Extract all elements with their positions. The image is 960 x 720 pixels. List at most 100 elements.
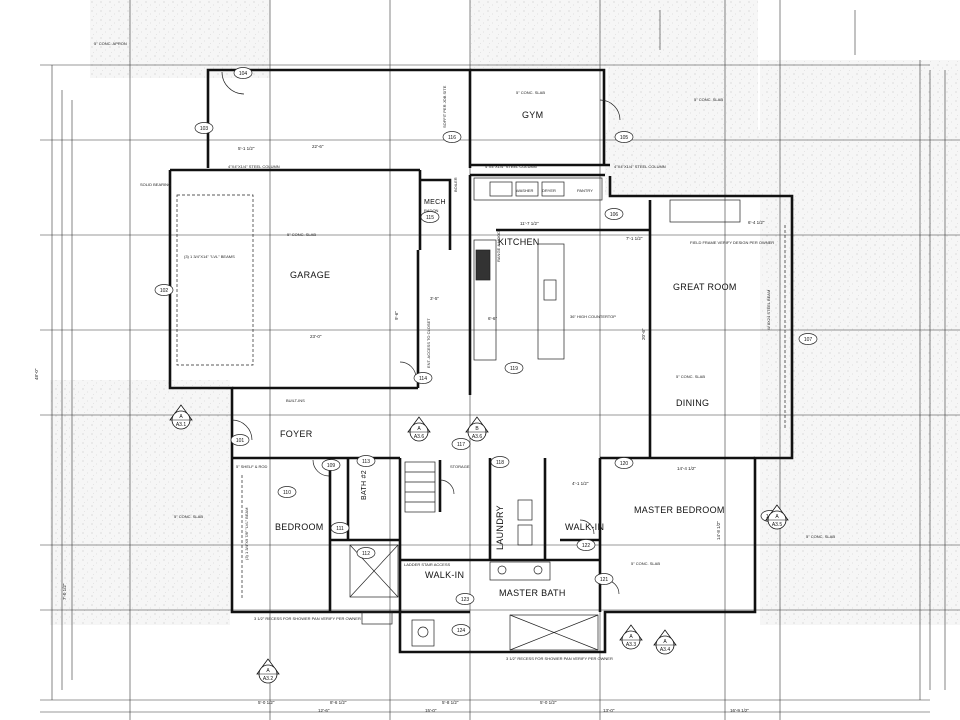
dimension: 7'-0 1/2" bbox=[62, 583, 67, 600]
door-tag-103: 103 bbox=[194, 122, 214, 134]
note-washer: WASHER bbox=[516, 188, 534, 193]
svg-text:A: A bbox=[266, 668, 270, 674]
note-solid-bearing: SOLID BEARING bbox=[140, 182, 171, 187]
note-shelf-rod: 5" SHELF & ROD bbox=[236, 464, 268, 469]
note-steel-beam: W 8X24 STEEL BEAM bbox=[766, 290, 771, 330]
exterior-slabs bbox=[50, 0, 960, 625]
note-ladder: LADDER STAIR ACCESS bbox=[404, 562, 450, 567]
room-bath: BATH #2 bbox=[361, 470, 368, 500]
section-mark-A3.3: A A3.3 bbox=[619, 624, 643, 650]
door-tag-124: 124 bbox=[451, 624, 471, 636]
dimension: 48'-0" bbox=[34, 368, 39, 380]
room-pantry: PANTRY bbox=[577, 188, 593, 193]
svg-text:104: 104 bbox=[239, 71, 248, 77]
dimension: 13'-0" bbox=[603, 708, 615, 713]
svg-text:112: 112 bbox=[362, 551, 370, 557]
dimension: 14'-8 1/2" bbox=[716, 521, 721, 540]
svg-text:121: 121 bbox=[600, 577, 609, 583]
svg-text:A: A bbox=[663, 639, 667, 645]
dimension: 6'-6" bbox=[488, 316, 497, 321]
svg-text:117: 117 bbox=[457, 442, 465, 448]
note-steel-col-2: 4"X4"X1/4" STEEL COLUMN bbox=[485, 164, 537, 169]
svg-text:106: 106 bbox=[610, 212, 619, 218]
note-slab-right: 5" CONC. SLAB bbox=[694, 97, 723, 102]
svg-text:114: 114 bbox=[419, 376, 427, 382]
svg-text:A3.2: A3.2 bbox=[263, 676, 274, 682]
svg-text:102: 102 bbox=[160, 288, 169, 294]
dimension: 15'-0" bbox=[425, 708, 437, 713]
dimension: 3'-5" bbox=[430, 296, 439, 301]
svg-text:118: 118 bbox=[496, 460, 504, 466]
svg-text:A3.1: A3.1 bbox=[176, 422, 187, 428]
note-soffit: SOFFIT PER JOB SITE bbox=[442, 85, 447, 128]
svg-text:A: A bbox=[629, 634, 633, 640]
note-steel-col-3: 4"X4"X1/4" STEEL COLUMN bbox=[614, 164, 666, 169]
svg-text:A: A bbox=[179, 414, 183, 420]
note-lvl-beam-garage: (3) 1 3/4"X14" "LVL" BEAMS bbox=[184, 254, 235, 259]
note-apron: 5" CONC. APRON bbox=[94, 41, 127, 46]
svg-text:A: A bbox=[417, 426, 421, 432]
dimension: 23'-0" bbox=[310, 334, 322, 339]
svg-text:A3.6: A3.6 bbox=[414, 434, 425, 440]
svg-text:A3.6: A3.6 bbox=[472, 434, 483, 440]
door-tag-107: 107 bbox=[798, 333, 818, 345]
dimension: 12'-6" bbox=[318, 708, 330, 713]
dimension: 9'-6" bbox=[394, 311, 399, 320]
door-tag-118: 118 bbox=[490, 456, 510, 468]
door-tag-105: 105 bbox=[614, 131, 634, 143]
svg-text:116: 116 bbox=[448, 135, 456, 141]
note-recess-2: 3 1/2" RECESS FOR SHOWER PAN VERIFY PER … bbox=[506, 656, 613, 661]
note-countertop: 36" HIGH COUNTERTOP bbox=[570, 314, 616, 319]
room-walk-in-1: WALK-IN bbox=[425, 570, 464, 580]
door-tag-106: 106 bbox=[604, 208, 624, 220]
svg-text:113: 113 bbox=[362, 459, 370, 465]
svg-text:111: 111 bbox=[336, 526, 344, 532]
note-field-frame: FIELD FRAME VERIFY DESIGN PER OWNER bbox=[690, 240, 774, 245]
door-tag-112: 112 bbox=[356, 547, 376, 559]
svg-text:103: 103 bbox=[200, 126, 209, 132]
svg-text:A3.4: A3.4 bbox=[660, 647, 671, 653]
dimension: 5'-0 1/2" bbox=[258, 700, 275, 705]
door-tag-104: 104 bbox=[233, 67, 253, 79]
svg-text:105: 105 bbox=[620, 135, 629, 141]
door-tag-114: 114 bbox=[413, 372, 433, 384]
door-tag-116: 116 bbox=[442, 131, 462, 143]
dimension: 5'-1 1/2" bbox=[238, 146, 255, 151]
door-tag-122: 122 bbox=[576, 539, 596, 551]
note-slab-great: 5" CONC. SLAB bbox=[676, 374, 705, 379]
walls bbox=[168, 68, 794, 654]
section-mark-A3.6: BA3.6 bbox=[465, 416, 489, 442]
svg-text:109: 109 bbox=[327, 463, 336, 469]
room-walk-in-2: WALK-IN bbox=[565, 522, 604, 532]
dimension-text: 22'-6" 23'-0" 11'-7 1/2" 14'-4 1/2" 5'-1… bbox=[34, 144, 765, 713]
note-ent: ENT. ACCESS TO CLOSET bbox=[426, 318, 431, 368]
note-slab-gym: 5" CONC. SLAB bbox=[516, 90, 545, 95]
note-slab-master: 5" CONC. SLAB bbox=[631, 561, 660, 566]
dimension: 4'-1 1/2" bbox=[572, 481, 589, 486]
door-tag-121: 121 bbox=[594, 573, 614, 585]
door-tag-119: 119 bbox=[504, 362, 524, 374]
room-dining: DINING bbox=[676, 398, 709, 408]
svg-text:101: 101 bbox=[236, 438, 245, 444]
room-master-bedroom: MASTER BEDROOM bbox=[634, 505, 725, 515]
dimension: 20'-6" bbox=[641, 328, 646, 340]
note-boiler: BOILER bbox=[453, 177, 458, 192]
room-master-bath: MASTER BATH bbox=[499, 588, 566, 598]
section-mark-A3.2: A A3.2 bbox=[256, 658, 280, 684]
dimension: 14'-4 1/2" bbox=[677, 466, 696, 471]
svg-text:115: 115 bbox=[426, 215, 434, 221]
svg-text:120: 120 bbox=[620, 461, 629, 467]
room-kitchen: KITCHEN bbox=[498, 237, 540, 247]
door-tag-113: 113 bbox=[356, 455, 376, 467]
fixtures bbox=[176, 71, 786, 651]
note-range: RANGE & HOOD bbox=[496, 231, 501, 262]
room-mech: MECH bbox=[424, 199, 446, 206]
svg-text:107: 107 bbox=[804, 337, 813, 343]
svg-text:110: 110 bbox=[283, 490, 291, 496]
svg-text:A3.3: A3.3 bbox=[626, 642, 637, 648]
door-tag-101: 101 bbox=[230, 434, 250, 446]
door-tag-120: 120 bbox=[614, 457, 634, 469]
door-tag-110: 110 bbox=[277, 486, 297, 498]
